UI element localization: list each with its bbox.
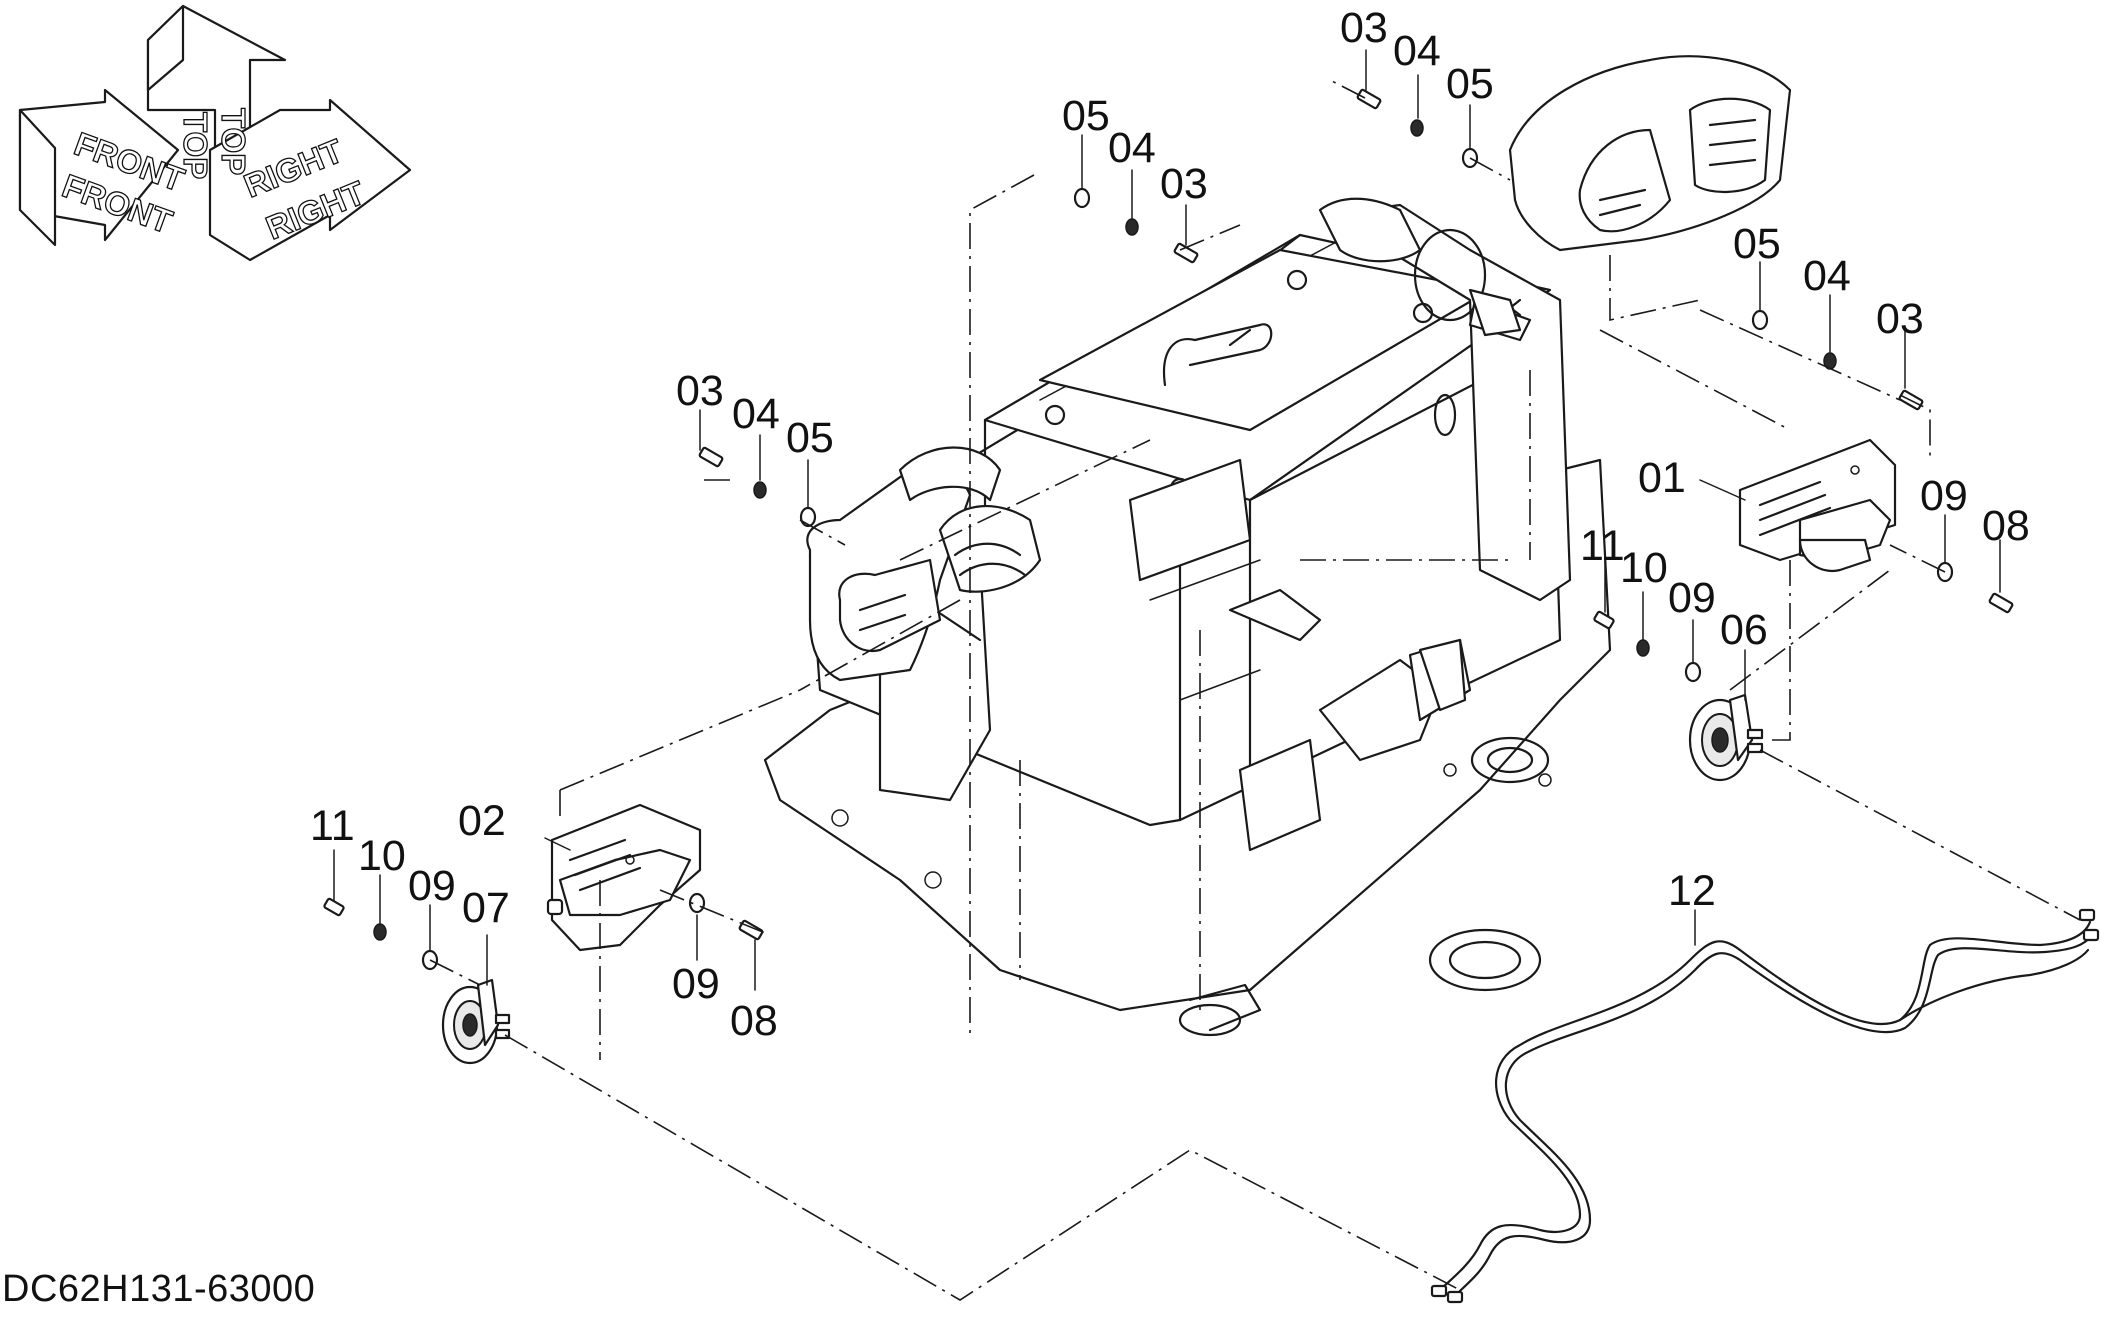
bracket-02 bbox=[546, 803, 702, 952]
callout-11-g: 11 bbox=[310, 802, 355, 850]
callout-05-d: 05 bbox=[1733, 220, 1781, 268]
callout-04-c: 04 bbox=[732, 390, 780, 438]
callout-03-a: 03 bbox=[1340, 4, 1388, 52]
drawing-number: DC62H131-63000 bbox=[2, 1268, 316, 1310]
callout-06: 06 bbox=[1720, 606, 1768, 654]
orientation-top-lower: TOP bbox=[177, 112, 214, 179]
callout-01: 01 bbox=[1638, 454, 1686, 502]
leader-lines bbox=[333, 49, 2001, 991]
orientation-top-upper: TOP bbox=[215, 108, 252, 175]
callout-10-g: 10 bbox=[358, 832, 406, 880]
assembly-lines bbox=[429, 79, 2081, 1301]
wire-harness-12 bbox=[1430, 908, 2100, 1304]
callout-09-g: 09 bbox=[408, 862, 456, 910]
callout-03-d: 03 bbox=[1876, 295, 1924, 343]
callout-08-e: 08 bbox=[1982, 502, 2030, 550]
callout-05-c: 05 bbox=[786, 414, 834, 462]
callouts: 03 04 05 05 04 03 03 04 05 05 04 03 01 0… bbox=[310, 4, 2030, 1045]
right-lamp bbox=[1508, 55, 1792, 252]
callout-10-f: 10 bbox=[1620, 544, 1668, 592]
upper-frame bbox=[763, 55, 1792, 1037]
callout-03-b: 03 bbox=[1160, 160, 1208, 208]
callout-04-d: 04 bbox=[1803, 252, 1851, 300]
bracket-01 bbox=[1738, 438, 1897, 573]
callout-03-c: 03 bbox=[676, 367, 724, 415]
horn-06 bbox=[1688, 693, 1764, 782]
callout-11-f: 11 bbox=[1580, 522, 1625, 570]
callout-08-h: 08 bbox=[730, 997, 778, 1045]
callout-05-b: 05 bbox=[1062, 92, 1110, 140]
callout-04-b: 04 bbox=[1108, 124, 1156, 172]
callout-09-e: 09 bbox=[1920, 472, 1968, 520]
callout-04-a: 04 bbox=[1393, 27, 1441, 75]
callout-09-h: 09 bbox=[672, 960, 720, 1008]
callout-12: 12 bbox=[1668, 867, 1716, 915]
horn-07 bbox=[441, 978, 511, 1065]
callout-05-a: 05 bbox=[1446, 60, 1494, 108]
callout-09-f: 09 bbox=[1668, 574, 1716, 622]
orientation-symbol: FRONT FRONT TOP TOP RIGHT RIGHT bbox=[18, 4, 412, 262]
callout-07: 07 bbox=[462, 884, 510, 932]
callout-02: 02 bbox=[458, 797, 506, 845]
left-lamp bbox=[806, 446, 1042, 682]
